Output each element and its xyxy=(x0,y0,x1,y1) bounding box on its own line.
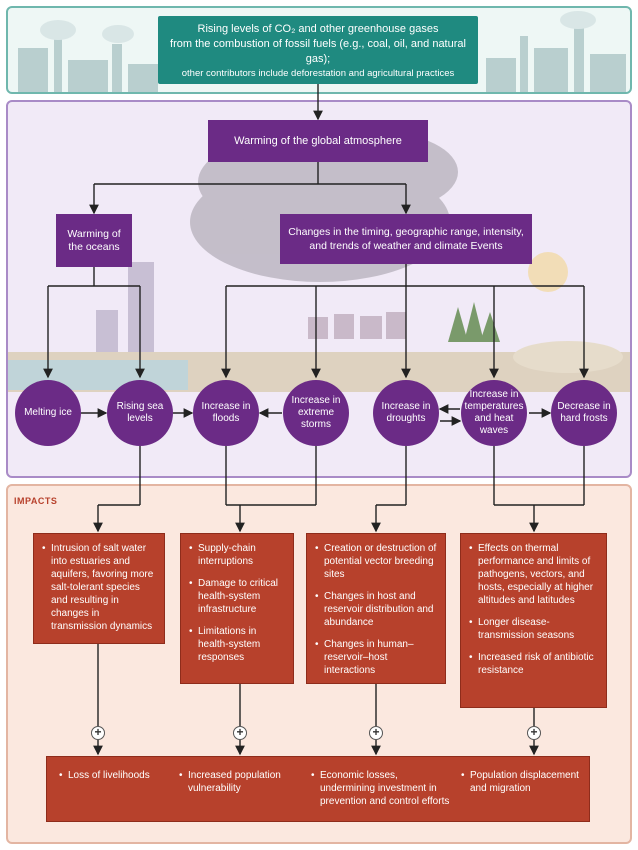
greenhouse-line-3: other contributors include deforestation… xyxy=(181,68,455,79)
plus-icon: + xyxy=(527,726,541,740)
bottom-item-livelihoods: Loss of livelihoods xyxy=(59,769,179,791)
impact-item: Changes in host and reservoir distributi… xyxy=(315,590,437,629)
impact-item: Economic losses, undermining investment … xyxy=(311,769,451,808)
circle-floods: Increase in floods xyxy=(193,380,259,446)
bottom-item-displacement: Population displacement and migration xyxy=(461,769,581,804)
impact-item: Population displacement and migration xyxy=(461,769,581,795)
impact-item: Limitations in health-system responses xyxy=(189,625,285,664)
plus-icon: + xyxy=(369,726,383,740)
bottom-item-economic: Economic losses, undermining investment … xyxy=(311,769,451,817)
warming-atmosphere-box: Warming of the global atmosphere xyxy=(208,120,428,162)
greenhouse-gases-box: Rising levels of CO₂ and other greenhous… xyxy=(158,16,478,84)
impact-box-vector-host: Creation or destruction of potential vec… xyxy=(306,533,446,684)
circle-label: Melting ice xyxy=(24,407,72,418)
plus-icon: + xyxy=(233,726,247,740)
plus-icon: + xyxy=(91,726,105,740)
impact-list: Creation or destruction of potential vec… xyxy=(315,542,437,677)
impact-list: Effects on thermal performance and limit… xyxy=(469,542,598,677)
impact-list: Population displacement and migration xyxy=(461,769,581,795)
impact-list: Increased population vulnerability xyxy=(179,769,304,795)
impact-box-salt-water: Intrusion of salt water into estuaries a… xyxy=(33,533,165,644)
warming-atmosphere-label: Warming of the global atmosphere xyxy=(234,134,402,147)
warming-oceans-label: Warming of the oceans xyxy=(67,227,121,253)
impact-box-health-system: Supply-chain interruptions Damage to cri… xyxy=(180,533,294,684)
impact-item: Effects on thermal performance and limit… xyxy=(469,542,598,607)
impact-item: Supply-chain interruptions xyxy=(189,542,285,568)
circle-rising-sea-levels: Rising sea levels xyxy=(107,380,173,446)
impact-list: Supply-chain interruptions Damage to cri… xyxy=(189,542,285,664)
circle-hard-frosts: Decrease in hard frosts xyxy=(551,380,617,446)
combined-impacts-box: Loss of livelihoods Increased population… xyxy=(46,756,590,822)
impact-item: Increased risk of antibiotic resistance xyxy=(469,651,598,677)
greenhouse-line-2: from the combustion of fossil fuels (e.g… xyxy=(170,38,466,65)
impact-item: Changes in human–reservoir–host interact… xyxy=(315,638,437,677)
circle-label: Increase in droughts xyxy=(381,401,431,424)
circle-heat-waves: Increase in temperatures and heat waves xyxy=(461,380,527,446)
impacts-title: IMPACTS xyxy=(14,496,58,506)
weather-changes-box: Changes in the timing, geographic range,… xyxy=(280,214,532,264)
bottom-item-vulnerability: Increased population vulnerability xyxy=(179,769,304,804)
impact-list: Economic losses, undermining investment … xyxy=(311,769,451,808)
circle-melting-ice: Melting ice xyxy=(15,380,81,446)
circle-extreme-storms: Increase in extreme storms xyxy=(283,380,349,446)
circle-label: Increase in floods xyxy=(201,401,251,424)
impact-item: Damage to critical health-system infrast… xyxy=(189,577,285,616)
circle-label: Decrease in hard frosts xyxy=(557,401,611,424)
impact-item: Increased population vulnerability xyxy=(179,769,304,795)
impact-item: Creation or destruction of potential vec… xyxy=(315,542,437,581)
circle-label: Rising sea levels xyxy=(116,401,164,424)
impact-list: Loss of livelihoods xyxy=(59,769,179,782)
circle-droughts: Increase in droughts xyxy=(373,380,439,446)
circle-label: Increase in extreme storms xyxy=(291,395,341,430)
warming-oceans-box: Warming of the oceans xyxy=(56,214,132,267)
weather-changes-label: Changes in the timing, geographic range,… xyxy=(288,226,524,252)
greenhouse-line-1: Rising levels of CO₂ and other greenhous… xyxy=(197,23,439,35)
impact-item: Longer disease-transmission seasons xyxy=(469,616,598,642)
industry-illustration xyxy=(18,11,626,92)
impact-list: Intrusion of salt water into estuaries a… xyxy=(42,542,156,633)
impact-box-pathogens: Effects on thermal performance and limit… xyxy=(460,533,607,708)
circle-label: Increase in temperatures and heat waves xyxy=(464,389,524,436)
impact-item: Loss of livelihoods xyxy=(59,769,179,782)
impact-item: Intrusion of salt water into estuaries a… xyxy=(42,542,156,633)
